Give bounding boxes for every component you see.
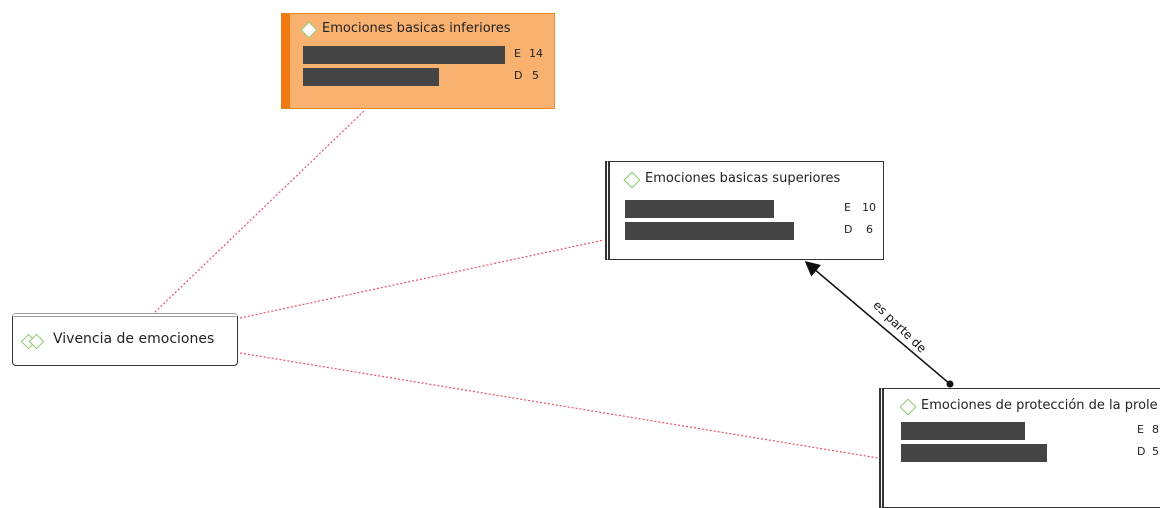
- stat-code: E: [514, 47, 521, 60]
- stat-code: D: [514, 69, 523, 82]
- redacted-bar: [901, 422, 1025, 440]
- code-node-emociones-proteccion-prole[interactable]: Emociones de protección de la prole E 8 …: [879, 388, 1160, 508]
- stat-code: E: [1137, 423, 1144, 436]
- relation-start-dot: [946, 380, 954, 388]
- node-title: Vivencia de emociones: [53, 331, 215, 347]
- redacted-bar: [625, 200, 774, 218]
- stat-row: E 14: [290, 44, 554, 66]
- stat-value: 5: [532, 69, 539, 82]
- link-vivencia-superiores[interactable]: [239, 239, 605, 319]
- node-title: Emociones de protección de la prole: [921, 398, 1158, 413]
- stat-value: 5: [1152, 445, 1159, 458]
- node-title: Emociones basicas superiores: [645, 171, 841, 186]
- link-vivencia-inferiores[interactable]: [151, 109, 366, 316]
- stat-row: E 10: [610, 198, 883, 220]
- redacted-bar: [303, 46, 505, 64]
- stat-row: E 8: [884, 420, 1160, 442]
- code-node-emociones-basicas-inferiores[interactable]: Emociones basicas inferiores E 14 D 5: [281, 13, 555, 109]
- stat-code: D: [844, 223, 853, 236]
- stat-value: 8: [1152, 423, 1159, 436]
- redacted-bar: [625, 222, 794, 240]
- stat-code: E: [844, 201, 851, 214]
- stat-value: 14: [529, 47, 543, 60]
- code-diamond-icon: [623, 171, 641, 189]
- redacted-bar: [303, 68, 439, 86]
- category-node-vivencia-de-emociones[interactable]: Vivencia de emociones: [12, 313, 238, 366]
- category-double-diamond-icon: [23, 334, 43, 348]
- node-title: Emociones basicas inferiores: [322, 21, 511, 36]
- link-vivencia-proteccion[interactable]: [239, 352, 879, 459]
- code-diamond-icon: [300, 21, 318, 39]
- stat-row: D 6: [610, 220, 883, 242]
- code-diamond-icon: [899, 398, 917, 416]
- stat-value: 10: [862, 201, 876, 214]
- redacted-bar: [901, 444, 1047, 462]
- stat-value: 6: [866, 223, 873, 236]
- stat-code: D: [1137, 445, 1146, 458]
- stat-row: D 5: [884, 442, 1160, 464]
- stat-row: D 5: [290, 66, 554, 88]
- code-node-emociones-basicas-superiores[interactable]: Emociones basicas superiores E 10 D 6: [605, 161, 884, 260]
- relation-es-parte-de-arrow[interactable]: [804, 261, 951, 385]
